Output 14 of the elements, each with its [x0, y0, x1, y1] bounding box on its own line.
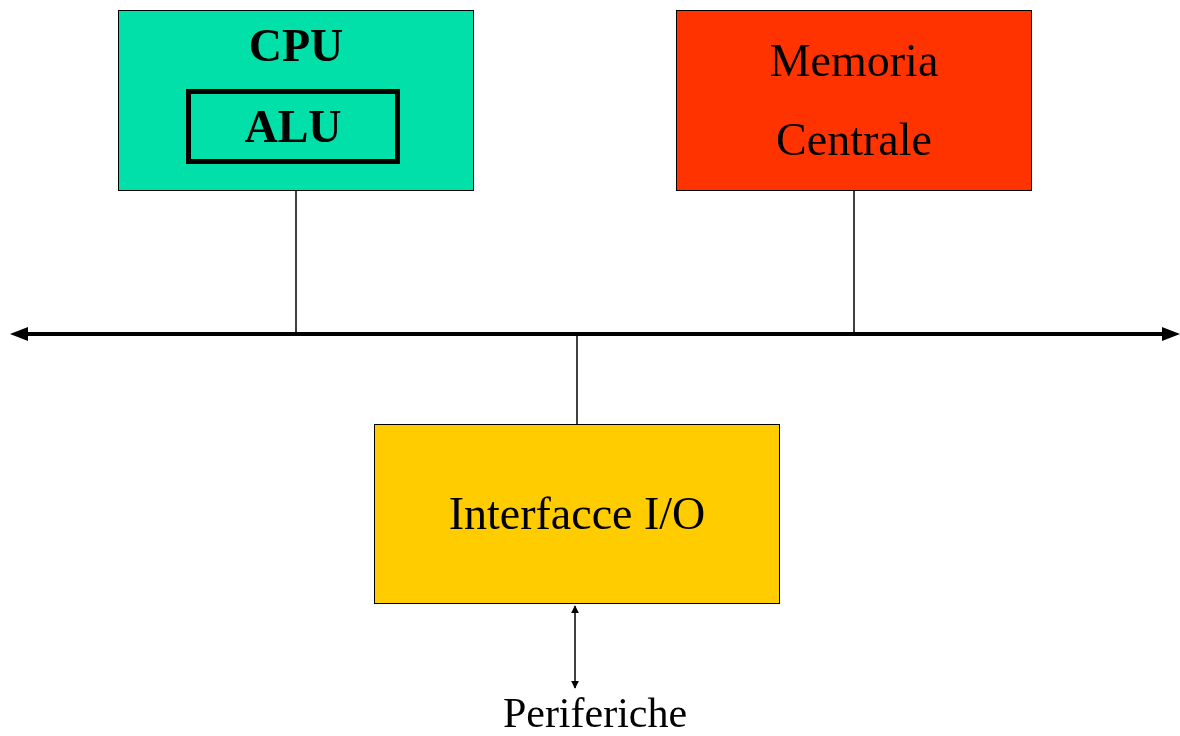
connector-line: [576, 335, 578, 425]
memory-label: Memoria Centrale: [768, 34, 940, 167]
cpu-box: [118, 10, 474, 191]
alu-label: ALU: [244, 103, 342, 150]
cpu-label: CPU: [248, 23, 344, 69]
memory-box: [676, 10, 1032, 191]
connector-line: [853, 190, 855, 333]
io-label: Interfacce I/O: [447, 486, 707, 541]
double-arrow: [571, 605, 579, 689]
bus-double-arrow: [10, 325, 1180, 343]
peripherals-label: Periferiche: [502, 692, 688, 734]
connector-line: [295, 190, 297, 333]
io-interface-box: [374, 424, 780, 604]
alu-box: [186, 89, 400, 164]
